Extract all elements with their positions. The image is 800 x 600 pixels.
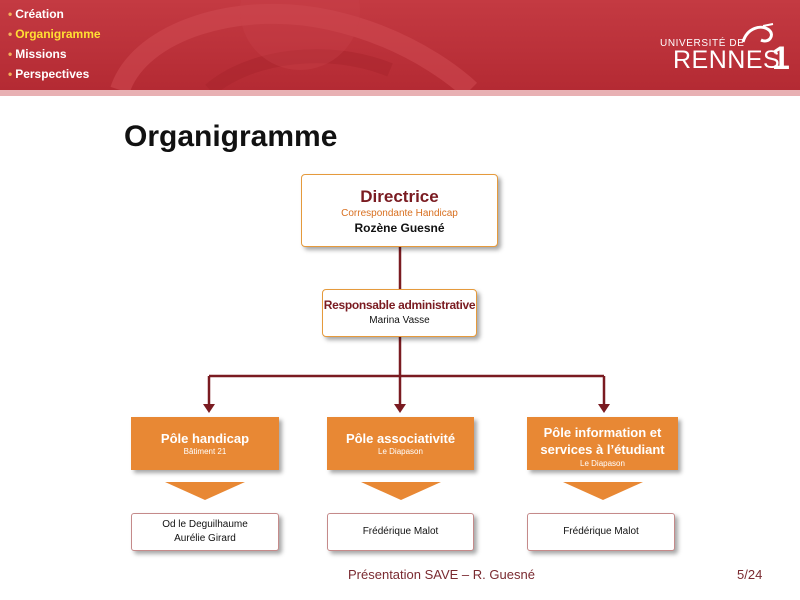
nav-label: Missions: [15, 47, 67, 61]
pole-handicap-box: Pôle handicap Bâtiment 21: [131, 417, 279, 470]
pole-location: Bâtiment 21: [183, 447, 227, 456]
arrowhead-center: [394, 404, 406, 413]
arrowhead-right: [598, 404, 610, 413]
director-box: Directrice Correspondante Handicap Rozèn…: [301, 174, 498, 247]
admin-role: Responsable administrative: [323, 298, 476, 312]
nav-item-missions[interactable]: •Missions: [8, 47, 67, 61]
pole-information-box: Pôle information et services à l’étudian…: [527, 417, 678, 470]
director-subtitle: Correspondante Handicap: [341, 208, 458, 219]
logo-line-2: RENNES: [673, 46, 781, 74]
slide-title: Organigramme: [124, 120, 338, 153]
ermine-logo-icon: [741, 23, 774, 43]
nav-label: Perspectives: [15, 67, 90, 81]
pole-location: Le Diapason: [580, 459, 625, 468]
pole-name: Pôle handicap: [160, 431, 250, 446]
pole-associativite-arrow: [361, 482, 441, 500]
pole-name: Pôle information et services à l’étudian…: [540, 425, 665, 457]
slide-header: •Création •Organigramme •Missions •Persp…: [0, 0, 800, 90]
section-nav: •Création •Organigramme •Missions •Persp…: [8, 4, 101, 84]
nav-item-perspectives[interactable]: •Perspectives: [8, 67, 90, 81]
director-role: Directrice: [360, 187, 439, 206]
pole-location: Le Diapason: [378, 447, 423, 456]
pole-information-people: Frédérique Malot: [527, 513, 675, 551]
nav-label: Création: [15, 7, 64, 21]
person-name: Aurélie Girard: [174, 533, 236, 544]
nav-label: Organigramme: [15, 27, 101, 41]
nav-item-organigramme[interactable]: •Organigramme: [8, 27, 101, 41]
admin-box: Responsable administrative Marina Vasse: [322, 289, 477, 337]
pole-information-arrow: [563, 482, 643, 500]
pole-associativite-people: Frédérique Malot: [327, 513, 474, 551]
pole-name: Pôle associativité: [345, 431, 456, 446]
logo-number: 1: [772, 40, 790, 76]
footer-presentation: Présentation SAVE – R. Guesné: [348, 567, 535, 582]
page-number: 5/24: [737, 567, 763, 582]
person-name: Frédérique Malot: [362, 526, 439, 537]
person-name: Frédérique Malot: [563, 526, 639, 537]
header-swirl-decoration: [110, 0, 478, 90]
pole-handicap-people: Od le Deguilhaume Aurélie Girard: [131, 513, 279, 551]
nav-item-creation[interactable]: •Création: [8, 7, 64, 21]
pole-handicap-arrow: [165, 482, 245, 500]
arrowhead-left: [203, 404, 215, 413]
university-logo: UNIVERSITÉ DE RENNES 1: [655, 22, 795, 76]
director-name: Rozène Guesné: [354, 221, 445, 235]
person-name: Od le Deguilhaume: [162, 519, 248, 530]
logo-line-1: UNIVERSITÉ DE: [660, 38, 745, 49]
pole-associativite-box: Pôle associativité Le Diapason: [327, 417, 474, 470]
admin-name: Marina Vasse: [369, 315, 430, 326]
header-underline: [0, 90, 800, 96]
